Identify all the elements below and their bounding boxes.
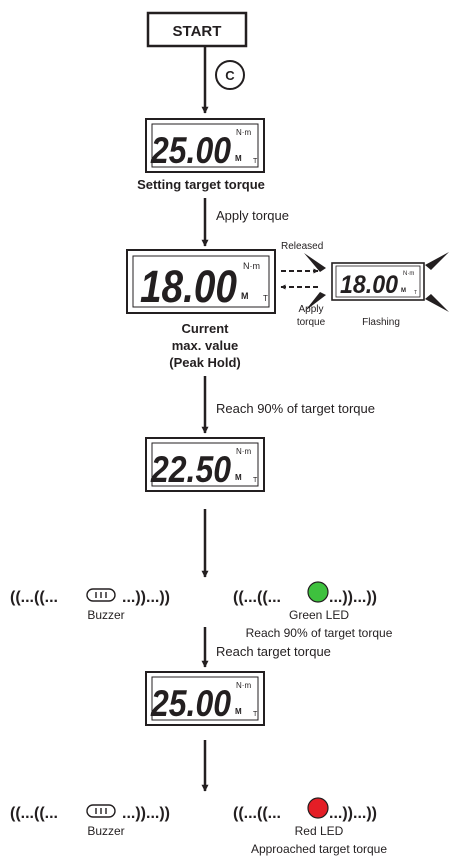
- lcd-indicator-m-setting: M: [235, 154, 242, 163]
- buzzer-icon: [86, 804, 116, 818]
- label-reach-target: Reach target torque: [216, 644, 331, 659]
- label-buzzer-1: Buzzer: [87, 608, 124, 622]
- label-approached: Approached target torque: [251, 842, 387, 856]
- c-key-label: C: [225, 68, 235, 83]
- c-key-icon: C: [215, 60, 245, 90]
- label-reach-90-side: Reach 90% of target torque: [216, 401, 375, 416]
- lcd-indicator-t-setting: T: [253, 158, 258, 165]
- label-setting-target: Setting target torque: [137, 177, 265, 192]
- led-signal-prefix-1: ((...((...: [233, 589, 281, 606]
- lcd-unit-setting: N·m: [236, 128, 251, 137]
- label-current-2: max. value: [172, 338, 239, 353]
- lcd-indicator-m-ninety: M: [235, 473, 242, 482]
- buzzer-signal-suffix-2: ...))...)): [122, 805, 170, 822]
- lcd-value-setting: 25.00: [150, 130, 231, 171]
- lcd-indicator-m-flash: M: [401, 288, 406, 294]
- buzzer-signal-prefix-2: ((...((...: [10, 805, 58, 822]
- label-current-3: (Peak Hold): [169, 355, 241, 370]
- label-flashing: Flashing: [362, 317, 400, 328]
- lcd-indicator-t-peak: T: [263, 294, 268, 303]
- label-released: Released: [281, 241, 323, 252]
- lcd-value-target: 25.00: [150, 683, 231, 724]
- red-led-icon: [307, 797, 329, 819]
- start-box: START: [146, 11, 248, 48]
- led-signal-suffix-1: ...))...)): [329, 589, 377, 606]
- lcd-indicator-t-target: T: [253, 711, 258, 718]
- label-current-1: Current: [182, 321, 230, 336]
- lcd-display-setting: 25.00 N·m M T: [145, 118, 265, 173]
- buzzer-icon: [86, 588, 116, 602]
- lcd-display-target: 25.00 N·m M T: [145, 671, 265, 726]
- lcd-value-flash: 18.00: [340, 271, 398, 299]
- lcd-unit-ninety: N·m: [236, 447, 251, 456]
- flash-rays-icon: [304, 252, 449, 312]
- lcd-value-peak: 18.00: [140, 261, 237, 312]
- lcd-unit-flash: N·m: [403, 271, 414, 277]
- green-led-icon: [307, 581, 329, 603]
- label-buzzer-2: Buzzer: [87, 824, 124, 838]
- lcd-indicator-t-ninety: T: [253, 477, 258, 484]
- lcd-unit-peak: N·m: [243, 261, 260, 271]
- start-label: START: [173, 23, 222, 40]
- label-green-led: Green LED: [289, 608, 349, 622]
- lcd-value-ninety: 22.50: [150, 449, 231, 490]
- led-signal-suffix-2: ...))...)): [329, 805, 377, 822]
- buzzer-signal-prefix-1: ((...((...: [10, 589, 58, 606]
- lcd-display-ninety: 22.50 N·m M T: [145, 437, 265, 492]
- lcd-indicator-t-flash: T: [414, 290, 417, 296]
- lcd-display-peak: 18.00 N·m M T: [126, 249, 276, 314]
- buzzer-signal-suffix-1: ...))...)): [122, 589, 170, 606]
- lcd-indicator-m-target: M: [235, 707, 242, 716]
- led-signal-prefix-2: ((...((...: [233, 805, 281, 822]
- label-apply-torque: Apply torque: [216, 208, 289, 223]
- label-reach-90-led: Reach 90% of target torque: [246, 626, 393, 640]
- lcd-unit-target: N·m: [236, 681, 251, 690]
- label-apply-small-2: torque: [297, 317, 326, 328]
- lcd-display-flashing: 18.00 N·m M T: [331, 262, 425, 301]
- label-apply-small-1: Apply: [298, 304, 323, 315]
- lcd-indicator-m-peak: M: [241, 291, 249, 301]
- label-red-led: Red LED: [295, 824, 344, 838]
